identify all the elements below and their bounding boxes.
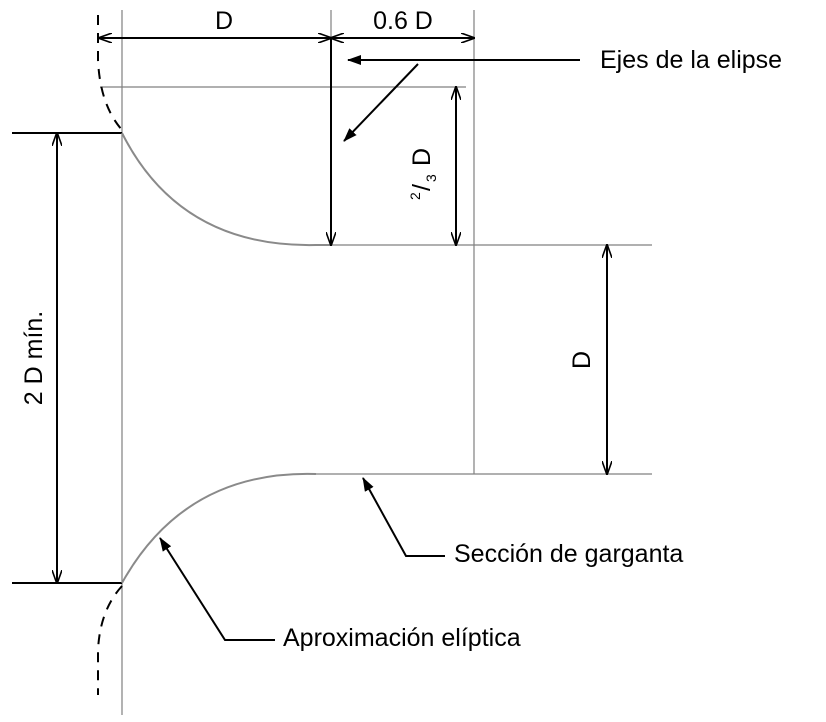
- ejes-leader-diagonal: [343, 63, 419, 142]
- seccion-leader: [362, 477, 445, 557]
- svg-text:/: /: [408, 184, 436, 191]
- svg-text:3: 3: [423, 174, 439, 182]
- dim-d-right-label: D: [568, 351, 596, 369]
- upper-dashed-curve: [97, 15, 123, 131]
- aprox-leader: [159, 537, 275, 641]
- svg-text:D: D: [408, 148, 436, 166]
- dim-two-thirds-label: 2 / 3 D: [407, 148, 439, 200]
- lower-elliptic-curve: [121, 472, 317, 584]
- svg-text:2: 2: [407, 192, 423, 200]
- ejes-label: Ejes de la elipse: [600, 46, 782, 74]
- lower-dashed-curve: [97, 585, 123, 695]
- dim-06d-label: 0.6 D: [373, 7, 433, 35]
- upper-elliptic-curve: [121, 132, 331, 247]
- seccion-label: Sección de garganta: [454, 540, 683, 568]
- dim-d-top-label: D: [215, 7, 233, 35]
- dim-2d-label: 2 D mín.: [20, 311, 48, 405]
- aprox-label: Aproximación elíptica: [283, 624, 521, 652]
